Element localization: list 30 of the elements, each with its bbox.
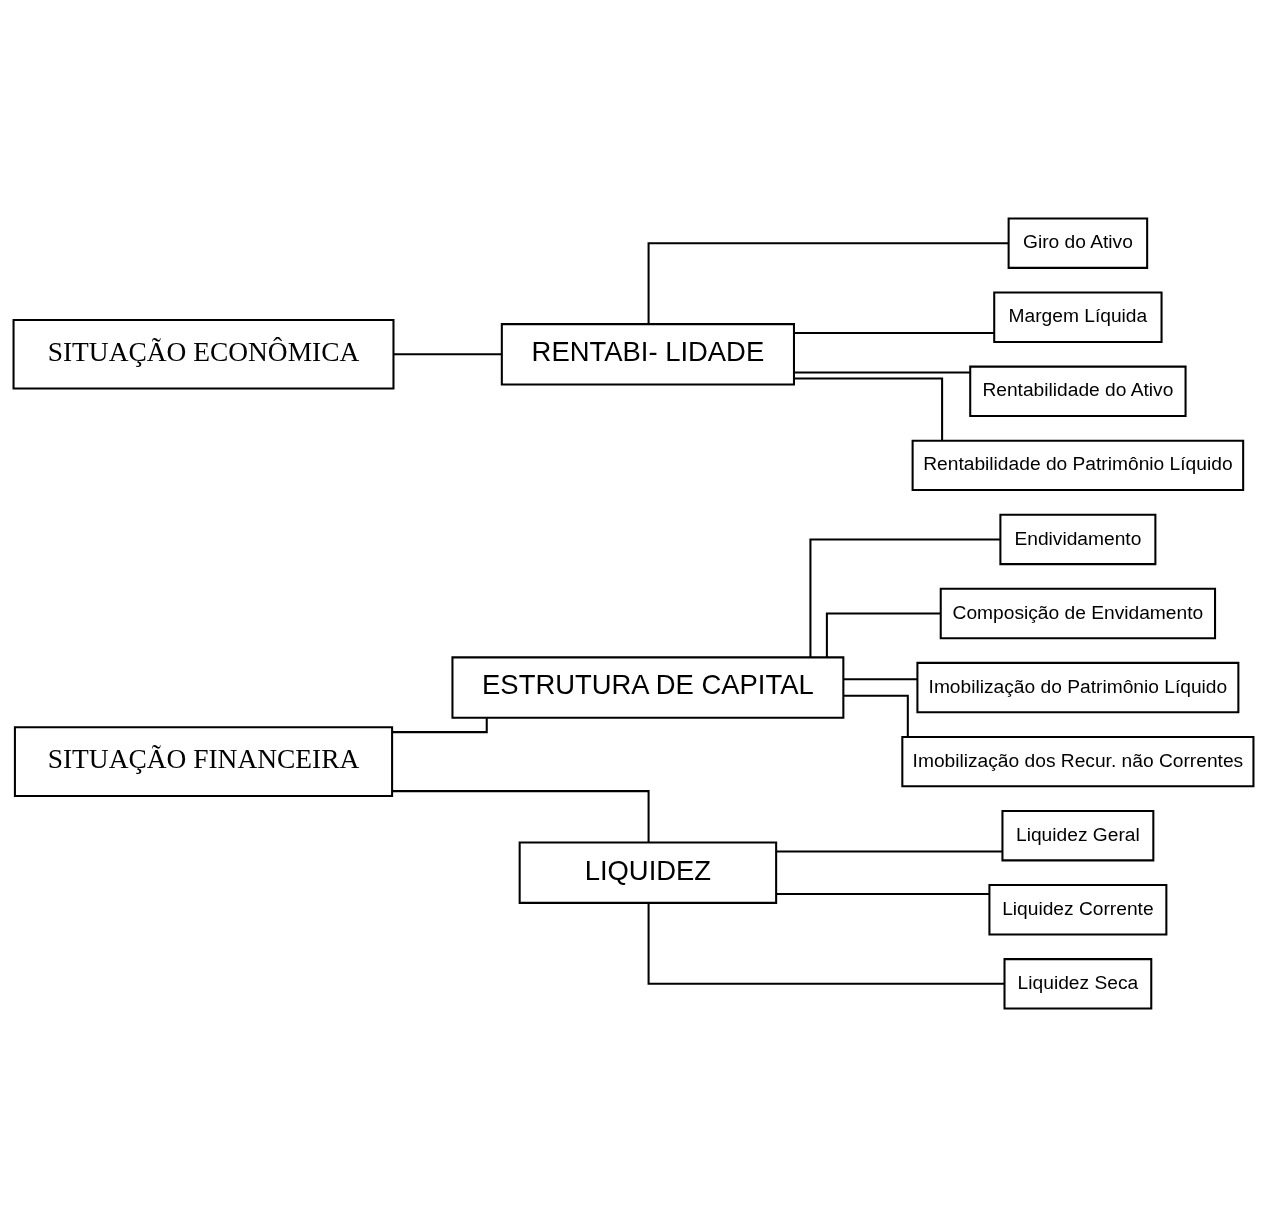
connector xyxy=(392,789,650,842)
connector xyxy=(825,611,941,657)
node-box: Liquidez Corrente xyxy=(988,883,1168,935)
connector xyxy=(647,902,1005,985)
connector xyxy=(794,331,995,334)
node-box: Giro do Ativo xyxy=(1007,216,1149,269)
node-box: SITUAÇÃO ECONÔMICA xyxy=(12,318,395,390)
node-box: Liquidez Geral xyxy=(1001,809,1155,861)
connector xyxy=(647,241,1009,324)
connector xyxy=(794,377,944,440)
node-box: SITUAÇÃO FINANCEIRA xyxy=(13,725,394,797)
connector xyxy=(843,694,909,737)
node-box: RENTABI- LIDADE xyxy=(500,322,795,385)
node-box: LIQUIDEZ xyxy=(518,841,778,904)
connector xyxy=(776,849,1002,852)
connector xyxy=(392,717,488,733)
connector xyxy=(776,892,989,895)
node-box: Margem Líquida xyxy=(993,291,1163,343)
node-box: Endividamento xyxy=(999,513,1157,565)
node-box: Imobilização do Patrimônio Líquido xyxy=(916,661,1240,713)
node-box: Rentabilidade do Patrimônio Líquido xyxy=(911,439,1245,491)
connector xyxy=(843,677,917,680)
connector xyxy=(809,537,1001,657)
node-box: ESTRUTURA DE CAPITAL xyxy=(451,655,845,719)
node-box: Imobilização dos Recur. não Correntes xyxy=(901,735,1255,787)
node-box: Composição de Envidamento xyxy=(939,587,1217,639)
connector xyxy=(393,352,502,355)
node-box: Liquidez Seca xyxy=(1003,957,1153,1010)
node-box: Rentabilidade do Ativo xyxy=(969,365,1187,417)
connector xyxy=(794,371,971,374)
